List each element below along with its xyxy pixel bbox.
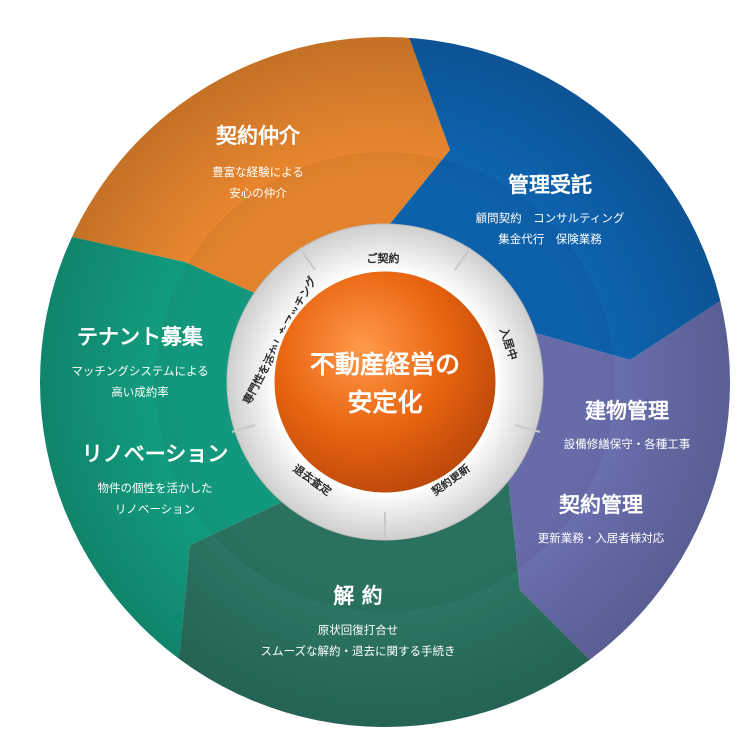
desc-kanri-jutaku-2: 集金代行 保険業務 bbox=[498, 232, 602, 246]
desc-kanri-jutaku-1: 顧問契約 コンサルティング bbox=[476, 211, 625, 225]
center-title-line2: 安定化 bbox=[347, 388, 422, 417]
title-keiyaku-kanri: 契約管理 bbox=[558, 493, 643, 517]
desc-keiyaku-chukai-1: 豊富な経験による bbox=[212, 165, 304, 179]
title-kanri-jutaku: 管理受託 bbox=[508, 173, 592, 197]
title-kaiyaku: 解 約 bbox=[333, 584, 382, 608]
title-keiyaku-chukai: 契約仲介 bbox=[215, 124, 301, 148]
desc-tatemono-kanri: 設備修繕保守・各種工事 bbox=[564, 437, 691, 451]
title-tatemono-kanri: 建物管理 bbox=[585, 399, 669, 423]
ring-dividers bbox=[231, 247, 541, 538]
desc-tenant-boshu-1: マッチングシステムによる bbox=[71, 364, 208, 378]
center-disc bbox=[271, 268, 499, 496]
desc-keiyaku-kanri: 更新業務・入居者様対応 bbox=[538, 531, 665, 545]
desc-keiyaku-chukai-2: 安心の仲介 bbox=[229, 186, 287, 200]
ring-label-gokeiyaku: ご契約 bbox=[367, 251, 400, 265]
desc-renovation-1: 物件の個性を活かした bbox=[98, 481, 213, 495]
desc-kaiyaku-2: スムーズな解約・退去に関する手続き bbox=[261, 644, 456, 658]
title-tenant-boshu: テナント募集 bbox=[77, 325, 204, 349]
desc-kaiyaku-1: 原状回復打合せ bbox=[318, 623, 399, 637]
center-title-line1: 不動産経営の bbox=[310, 350, 460, 379]
title-renovation: リノベーション bbox=[82, 442, 229, 466]
desc-renovation-2: リノベーション bbox=[115, 502, 195, 516]
desc-tenant-boshu-2: 高い成約率 bbox=[111, 385, 169, 399]
